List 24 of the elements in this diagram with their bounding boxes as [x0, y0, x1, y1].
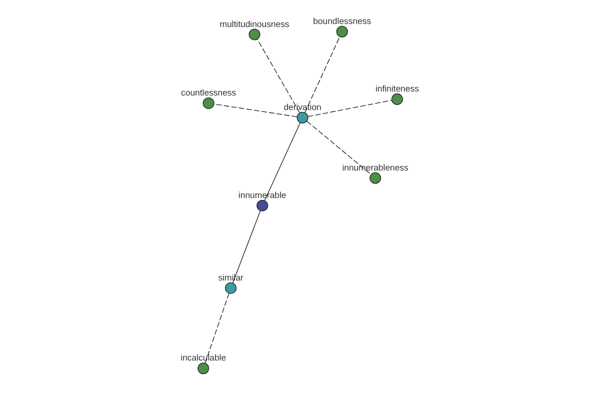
- node-label: boundlessness: [313, 16, 372, 26]
- node-label: derivation: [284, 102, 322, 112]
- node-circle: [391, 93, 403, 105]
- node-label: incalculable: [180, 352, 226, 363]
- node-label: multitudinousness: [220, 18, 290, 29]
- node-label: infiniteness: [375, 83, 419, 94]
- node-label: innumerableness: [342, 162, 408, 172]
- connector: [256, 38, 300, 114]
- connector: [306, 120, 372, 175]
- node-circle: [225, 282, 237, 294]
- connector: [304, 36, 340, 113]
- connector: [214, 104, 298, 118]
- connector: [308, 100, 392, 117]
- connector: [204, 293, 230, 364]
- node-circle: [336, 26, 348, 38]
- node-label: countlessness: [181, 88, 236, 98]
- connector: [264, 122, 301, 201]
- node-circle: [198, 362, 210, 374]
- node-circle: [202, 97, 214, 109]
- node-circle: [248, 28, 260, 40]
- node-circle: [296, 112, 308, 124]
- node-circle: [370, 172, 382, 184]
- node-circle: [256, 200, 268, 212]
- connector: [232, 210, 261, 284]
